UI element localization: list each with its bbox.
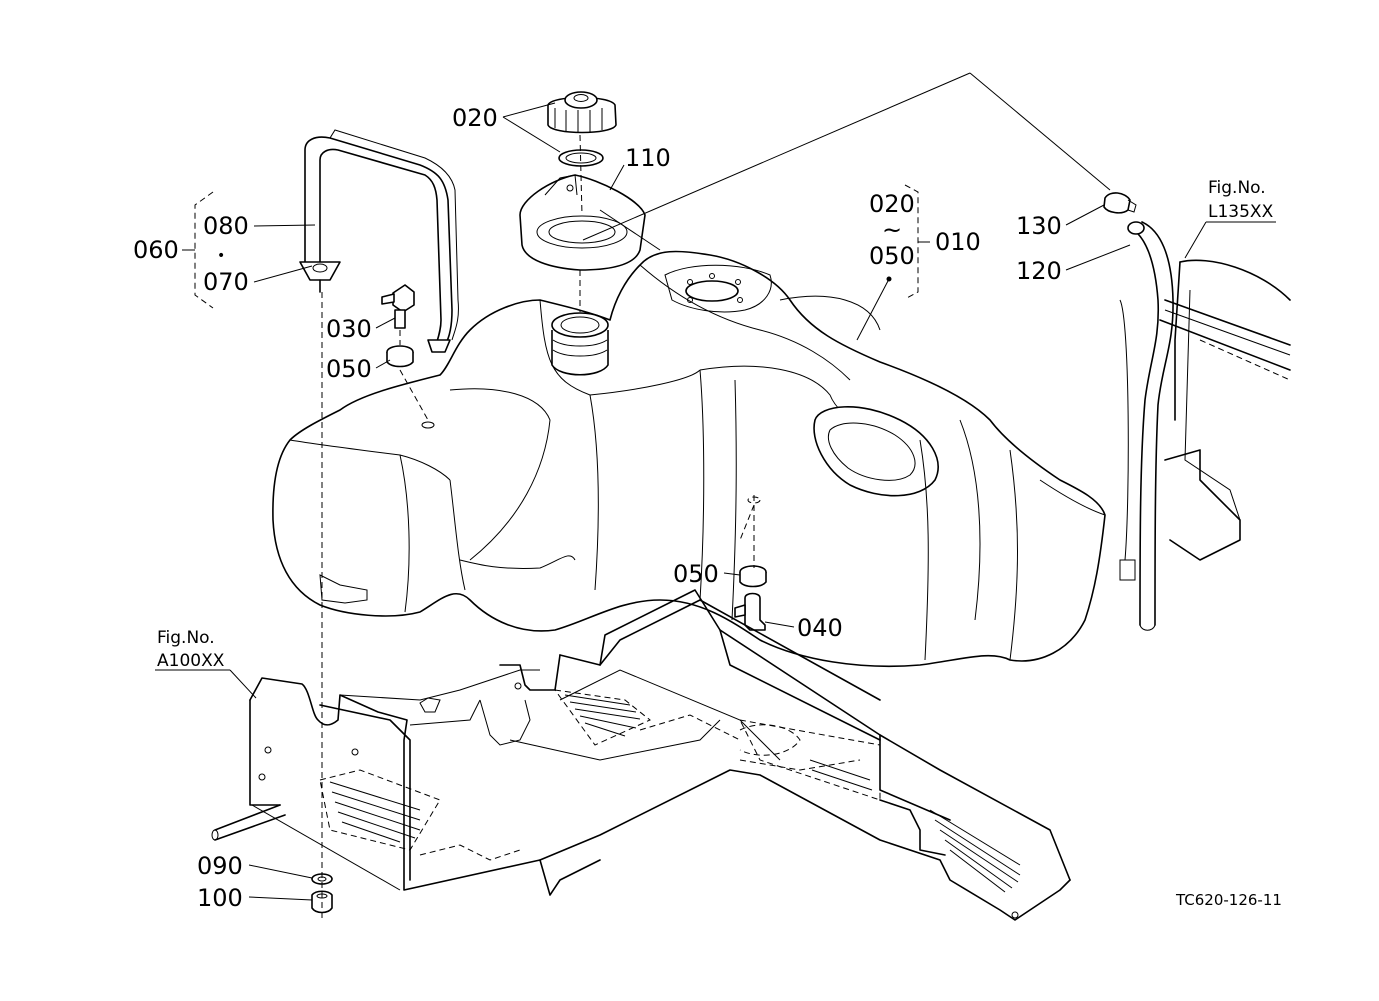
label-010: 010 xyxy=(935,228,981,256)
label-130: 130 xyxy=(1016,212,1062,240)
label-080: 080 xyxy=(203,212,249,240)
label-060: 060 xyxy=(133,236,179,264)
label-050-range: 050 xyxy=(869,242,915,270)
drain-elbow xyxy=(734,592,766,631)
tank-strap xyxy=(299,129,459,353)
label-030: 030 xyxy=(326,315,372,343)
fender-frame xyxy=(1119,259,1291,581)
fuel-tank xyxy=(272,250,1106,668)
label-040: 040 xyxy=(797,614,843,642)
fig-ref-label-2: Fig.No. xyxy=(157,628,215,648)
center-lines xyxy=(321,134,761,920)
label-070: 070 xyxy=(203,268,249,296)
label-dot: • xyxy=(217,248,225,264)
label-110: 110 xyxy=(625,144,671,172)
label-range-sep: ~ xyxy=(882,216,902,244)
label-100: 100 xyxy=(197,884,243,912)
fig-ref-label-1: Fig.No. xyxy=(1208,178,1266,198)
filler-funnel xyxy=(519,174,646,271)
leader-lines xyxy=(155,72,1276,901)
drawing-code: TC620-126-11 xyxy=(1175,891,1282,909)
part-labels: 020 110 080 • 060 070 030 050 020 ~ 050 … xyxy=(133,104,1062,912)
breather-fitting xyxy=(381,284,415,329)
group-brackets xyxy=(182,184,930,309)
hose-clamp xyxy=(1103,192,1137,214)
grommet-top xyxy=(386,345,414,368)
fig-ref-code-1: L135XX xyxy=(1208,202,1274,222)
label-050-top: 050 xyxy=(326,355,372,383)
floor-panel xyxy=(211,589,1071,921)
label-120: 120 xyxy=(1016,257,1062,285)
grommet-bottom xyxy=(739,565,767,588)
figure-references: Fig.No. L135XX Fig.No. A100XX xyxy=(157,178,1274,671)
label-090: 090 xyxy=(197,852,243,880)
label-020-cap: 020 xyxy=(452,104,498,132)
fig-ref-code-2: A100XX xyxy=(157,651,225,671)
filler-cap xyxy=(547,91,617,167)
label-020-range: 020 xyxy=(869,190,915,218)
nut xyxy=(311,890,333,914)
label-050-bottom: 050 xyxy=(673,560,719,588)
filler-hose xyxy=(1127,221,1174,631)
